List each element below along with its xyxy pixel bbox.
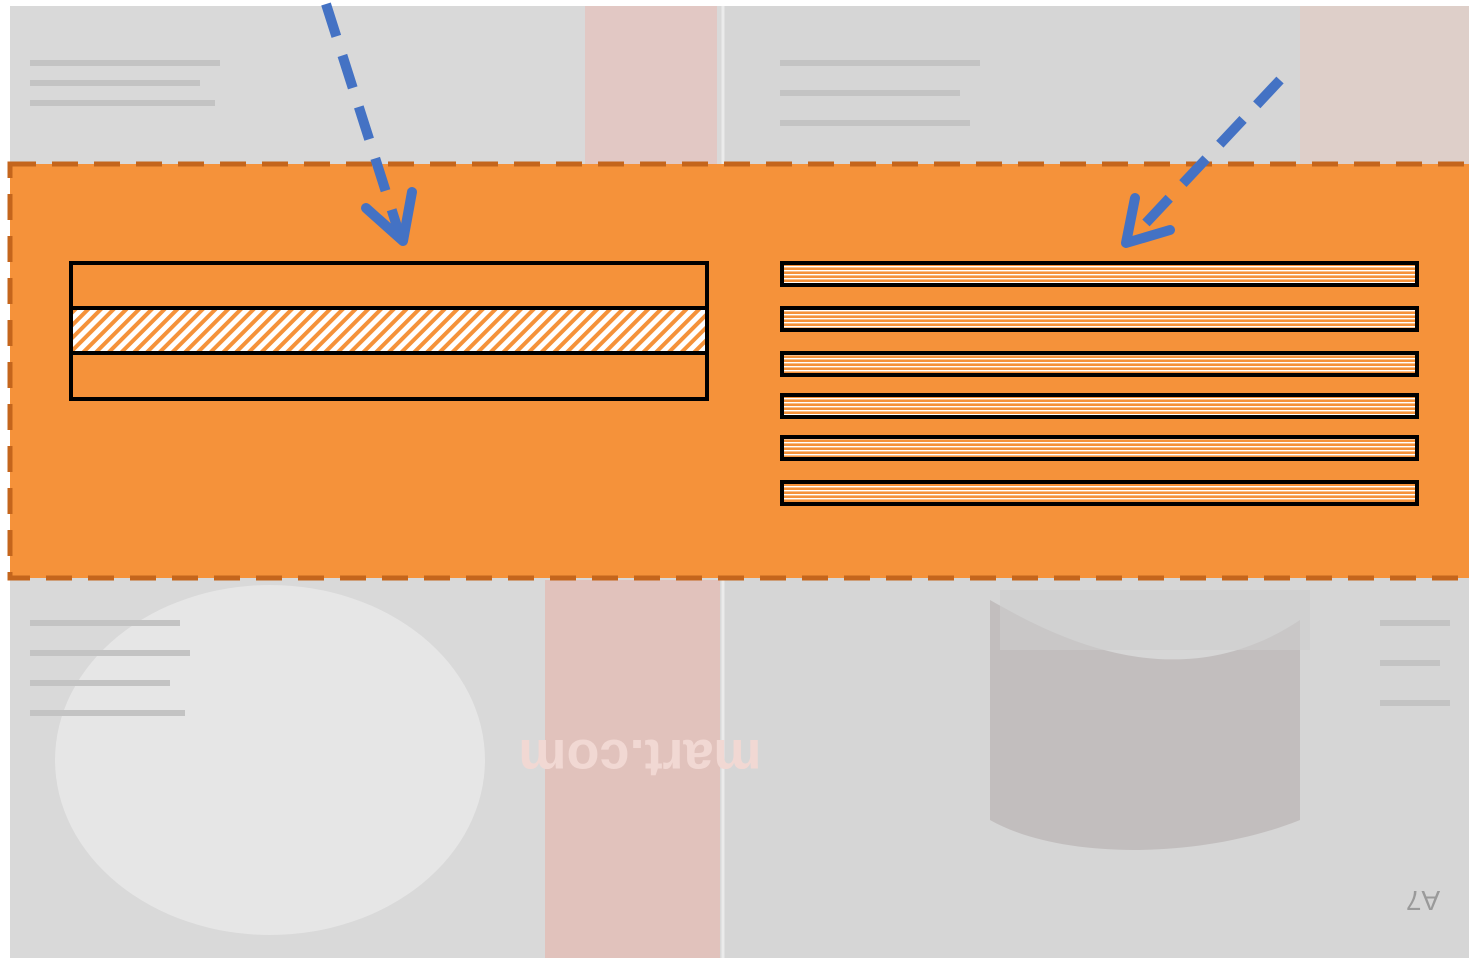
left-layer-stack <box>71 263 707 399</box>
photo-text-a7: A7 <box>1406 885 1440 916</box>
right-strip <box>782 308 1417 330</box>
photo-text-mart: mart.com <box>518 728 761 788</box>
left-layer-bottom <box>71 353 707 399</box>
right-strip <box>782 263 1417 285</box>
right-strip <box>782 437 1417 459</box>
left-layer-top <box>71 263 707 308</box>
right-strip <box>782 353 1417 375</box>
right-strip <box>782 482 1417 504</box>
right-strip <box>782 395 1417 417</box>
left-layer-middle-hatched <box>71 308 707 353</box>
